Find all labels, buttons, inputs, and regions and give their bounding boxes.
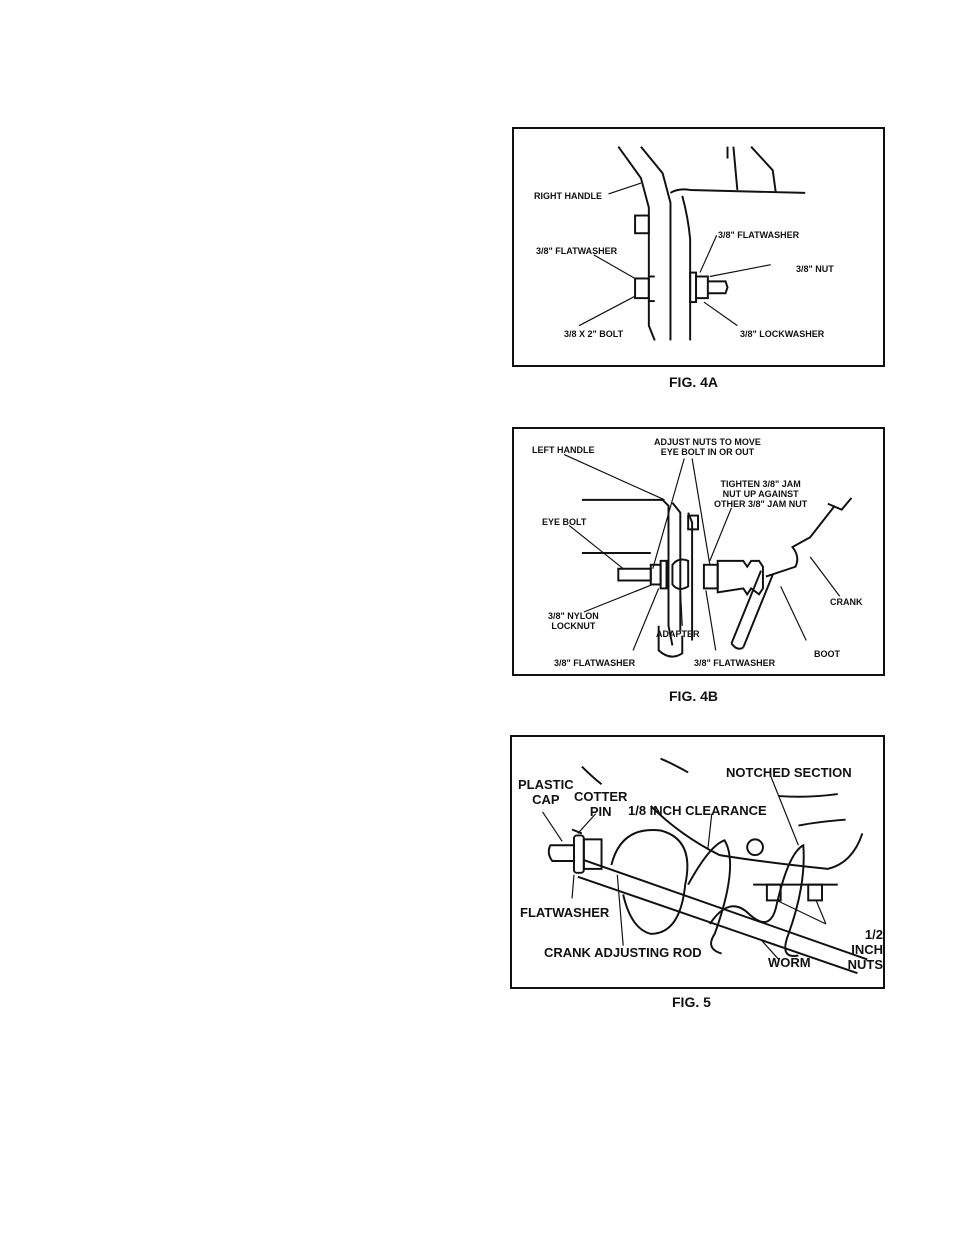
flatwasher-shape	[572, 834, 585, 874]
crank-adjusting-rod	[583, 859, 868, 961]
label-nut: 3/8" NUT	[796, 264, 834, 274]
figure-4a-drawing	[578, 146, 806, 341]
nut-shape	[695, 275, 709, 300]
label-flatwasher-right: 3/8" FLATWASHER	[694, 658, 776, 668]
label-adjust-nuts: ADJUST NUTS TO MOVE EYE BOLT IN OR OUT	[654, 437, 761, 457]
label-left-handle: LEFT HANDLE	[532, 445, 595, 455]
label-eye-bolt: EYE BOLT	[542, 517, 587, 527]
label-worm: WORM	[768, 955, 811, 970]
label-adapter: ADAPTER	[656, 629, 700, 639]
label-notched-section: NOTCHED SECTION	[726, 765, 852, 780]
figure-4b-drawing	[563, 454, 853, 658]
label-crank: CRANK	[830, 597, 863, 607]
left-handle-shape	[671, 502, 682, 631]
label-flatwasher-left: 3/8" FLATWASHER	[536, 246, 618, 256]
label-tighten-jam-nut: TIGHTEN 3/8" JAM NUT UP AGAINST OTHER 3/…	[714, 479, 808, 509]
bolt-head-lower	[634, 277, 650, 300]
bolt-head-upper	[634, 214, 650, 235]
eye-bolt-shape	[617, 567, 652, 582]
caption-fig-4a: FIG. 4A	[669, 374, 719, 390]
half-inch-nut-2	[807, 883, 823, 902]
label-right-handle: RIGHT HANDLE	[534, 191, 602, 201]
figure-5-drawing	[541, 757, 868, 975]
label-nylon-locknut: 3/8" NYLON LOCKNUT	[548, 611, 599, 631]
plastic-cap-shape	[547, 844, 575, 862]
label-lockwasher: 3/8" LOCKWASHER	[740, 329, 825, 339]
boot-shape	[716, 559, 764, 597]
label-cotter-pin: COTTER PIN	[574, 789, 628, 819]
label-plastic-cap: PLASTIC CAP	[518, 777, 574, 807]
label-bolt: 3/8 X 2" BOLT	[564, 329, 624, 339]
worm-coil-2	[708, 843, 805, 958]
label-half-inch-nuts: 1/2 INCH NUTS	[847, 927, 883, 972]
figure-4b: LEFT HANDLE ADJUST NUTS TO MOVE EYE BOLT…	[512, 427, 885, 676]
worm-coil-1	[610, 828, 689, 935]
right-handle-shape	[617, 146, 656, 341]
figure-4a: RIGHT HANDLE 3/8" FLATWASHER 3/8 X 2" BO…	[512, 127, 885, 367]
label-flatwasher: FLATWASHER	[520, 905, 610, 920]
figure-5: PLASTIC CAP COTTER PIN 1/8 INCH CLEARANC…	[510, 735, 885, 989]
caption-fig-5: FIG. 5	[672, 994, 711, 1010]
label-flatwasher-left: 3/8" FLATWASHER	[554, 658, 636, 668]
label-flatwasher-right: 3/8" FLATWASHER	[718, 230, 800, 240]
housing-hole	[746, 838, 764, 857]
label-crank-adjusting-rod: CRANK ADJUSTING ROD	[544, 945, 702, 960]
crank-shape	[765, 505, 836, 578]
adapter-shape	[671, 558, 690, 590]
label-boot: BOOT	[814, 649, 840, 659]
caption-fig-4b: FIG. 4B	[669, 688, 719, 704]
label-clearance: 1/8 INCH CLEARANCE	[628, 803, 767, 818]
